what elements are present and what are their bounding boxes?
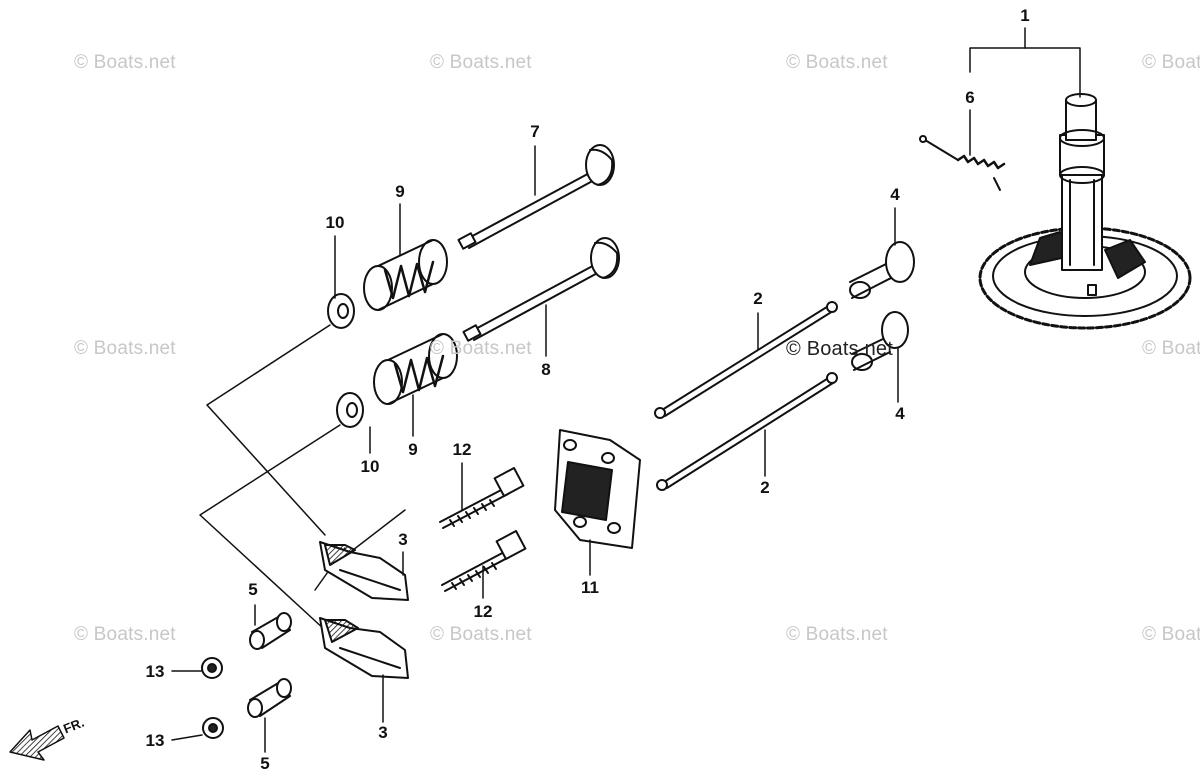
watermark: © Boats.net [1142,624,1200,645]
tappet-4b [851,311,909,371]
pivot-5a [249,612,292,650]
watermark: © Boats.net [786,338,893,360]
callout-12: 12 [452,440,472,459]
watermark: © Boats.net [1142,338,1200,359]
leader-lines [254,27,1081,753]
callout-4: 4 [895,404,905,423]
callout-9: 9 [395,182,405,201]
watermark: © Boats.net [74,338,176,359]
callout-13: 13 [145,662,165,681]
nut-13a [171,657,223,679]
callout-4: 4 [890,185,900,204]
callout-3: 3 [398,530,408,549]
callout-7: 7 [530,122,540,141]
watermark: © Boats.net [786,624,888,645]
stud-12a [439,467,525,529]
valve-7 [457,144,615,250]
stud-12b [441,530,527,592]
spring-6 [919,135,1006,191]
callout-8: 8 [541,360,551,379]
callout-13: 13 [145,731,165,750]
pushrod-2a [654,301,838,419]
callout-10: 10 [360,457,380,476]
watermark: © Boats.net [430,52,532,73]
callout-5: 5 [260,754,270,773]
callout-12: 12 [473,602,493,621]
retainer-10a [327,293,355,329]
callout-3: 3 [378,723,388,742]
watermark: © Boats.net [430,624,532,645]
camshaft-assembly [978,93,1192,330]
valve-spring-9b [373,333,458,405]
watermark: © Boats.net [1142,52,1200,73]
front-arrow-icon [9,725,65,761]
valve-spring-9a [363,239,448,311]
pushrod-2b [656,372,838,491]
watermark: © Boats.net [430,338,532,359]
callout-2: 2 [753,289,763,308]
watermark: © Boats.net [786,52,888,73]
valve-8 [462,237,620,342]
callout-6: 6 [965,88,975,107]
callout-2: 2 [760,478,770,497]
callout-5: 5 [248,580,258,599]
rocker-arm-3b [319,617,409,679]
pivot-5b [247,678,292,718]
gasket-plate-11 [554,429,641,549]
tappet-4a [849,241,915,299]
callout-9: 9 [408,440,418,459]
retainer-10b [336,392,364,428]
callout-10: 10 [325,213,345,232]
rocker-arm-3a [319,541,409,601]
nut-13b [171,717,224,741]
watermark: © Boats.net [74,624,176,645]
callout-11: 11 [581,578,599,597]
watermark: © Boats.net [74,52,176,73]
callout-1: 1 [1020,6,1030,25]
